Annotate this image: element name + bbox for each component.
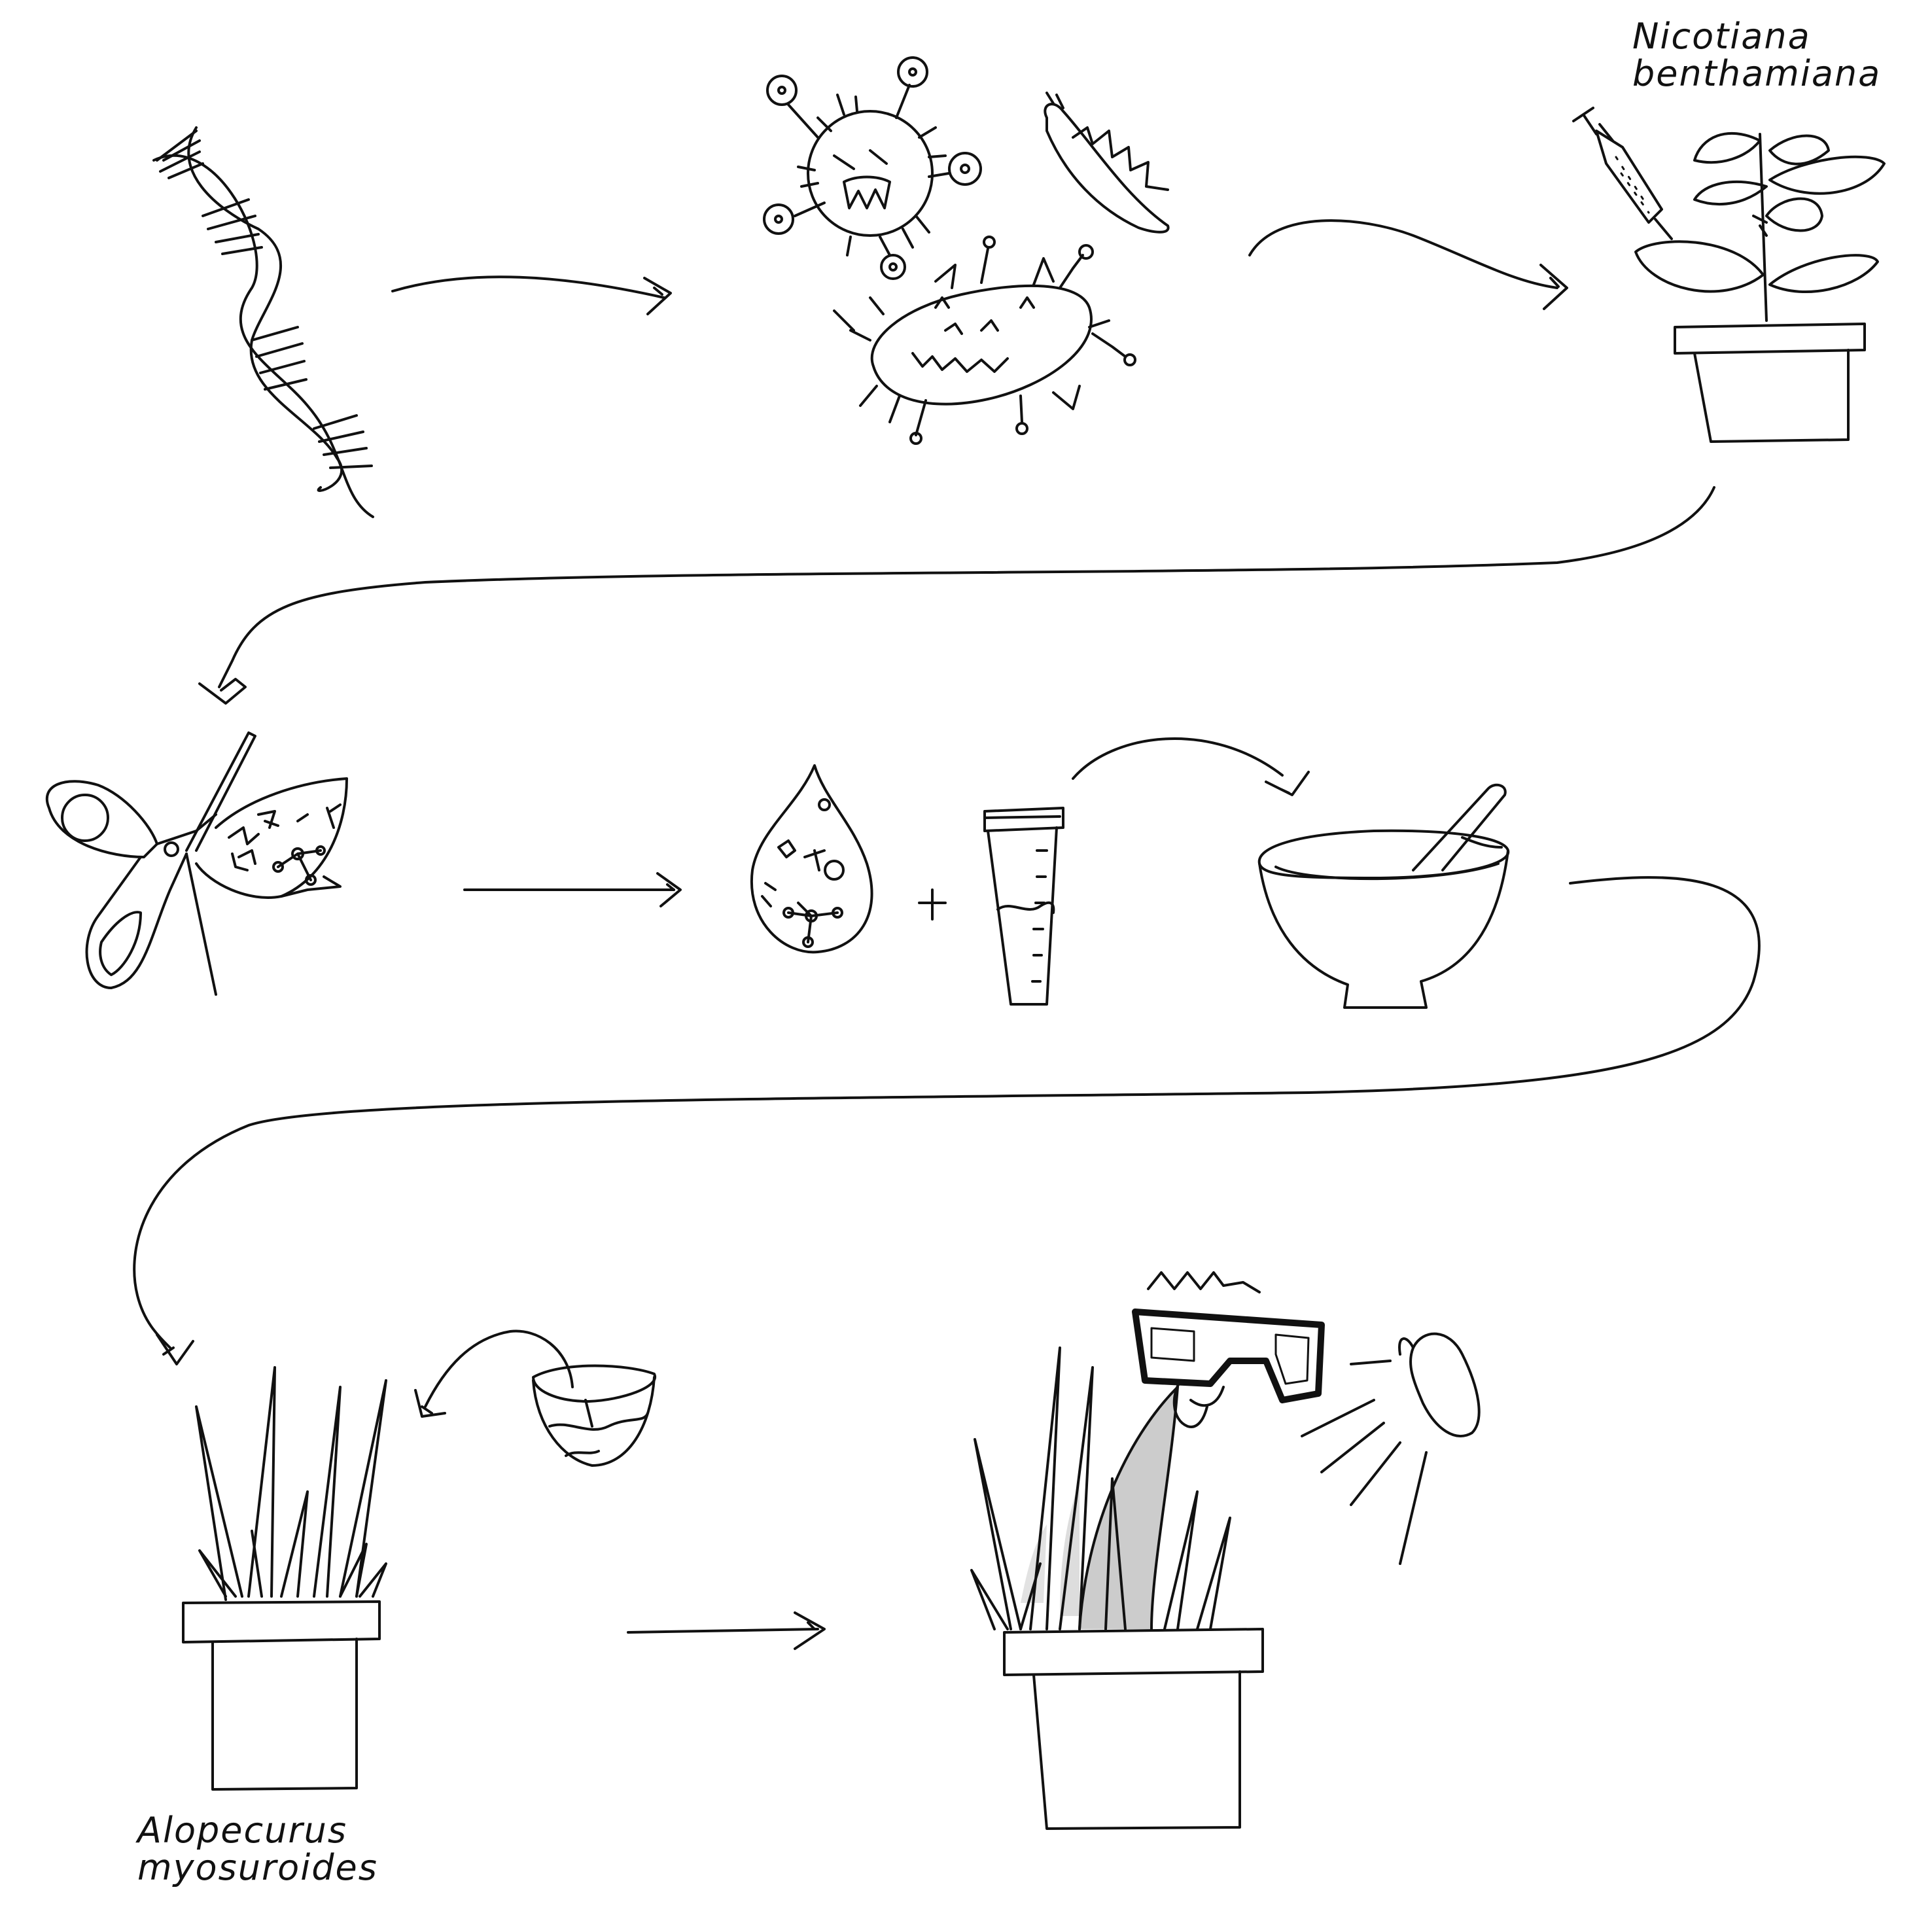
arrow-plant-to-scissors bbox=[198, 486, 1715, 705]
arrow-bowl-to-grass bbox=[414, 1329, 574, 1418]
scissors-icon bbox=[45, 731, 256, 996]
arrow-mortar-to-grass bbox=[133, 876, 1761, 1365]
nicotiana-label-line2: benthamiana bbox=[1632, 52, 1882, 94]
plus-icon bbox=[918, 888, 947, 921]
mortar-pestle-icon bbox=[1257, 783, 1510, 1009]
alopecurus-label-line1: Alopecurus bbox=[137, 1810, 347, 1851]
bacterium-icon bbox=[833, 236, 1136, 445]
droplet-icon bbox=[750, 764, 873, 954]
alopecurus-label-line2: myosuroides bbox=[137, 1846, 378, 1888]
tobacco-plant-icon bbox=[1634, 132, 1886, 443]
small-bowl-icon bbox=[532, 1364, 657, 1467]
nicotiana-benthamiana-label: Nicotiana benthamiana bbox=[1632, 18, 1881, 92]
grass-plant-icon bbox=[182, 1366, 387, 1791]
arrow-tube-to-mortar bbox=[1072, 737, 1310, 796]
caterpillar-icon bbox=[1044, 92, 1170, 234]
treated-pot bbox=[1003, 1628, 1264, 1830]
syringe-icon bbox=[1572, 107, 1673, 240]
test-tube-icon bbox=[983, 807, 1064, 1006]
alopecurus-myosuroides-label: Alopecurus myosuroides bbox=[137, 1812, 378, 1886]
virus-icon bbox=[763, 56, 982, 280]
dna-helix-icon bbox=[152, 126, 374, 518]
lamp-icon bbox=[1301, 1332, 1481, 1565]
arrow-grass-to-treated bbox=[627, 1611, 826, 1650]
arrow-leaf-to-extract bbox=[463, 872, 682, 907]
nicotiana-label-line1: Nicotiana bbox=[1632, 16, 1811, 57]
arrow-dna-to-pathogens bbox=[391, 275, 672, 315]
goggles-icon bbox=[1132, 1271, 1325, 1428]
arrow-pathogens-to-plant bbox=[1248, 219, 1568, 310]
leaf-icon bbox=[195, 777, 348, 899]
